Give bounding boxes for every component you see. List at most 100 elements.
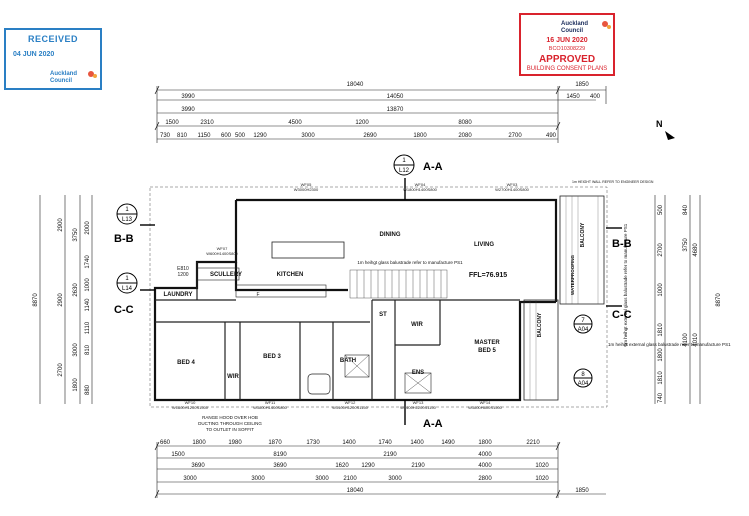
section-bb-left-label: B-B [114, 233, 134, 245]
dim-top-r5-11: 490 [546, 133, 557, 139]
dim-bot-r3-7: 2190 [411, 463, 425, 469]
window-wf04-size: W1800H1400S800 [403, 187, 438, 192]
dim-top-r5-2: 1150 [198, 133, 212, 139]
dim-top-r2-2: 1450 [566, 94, 580, 100]
dim-left-a-1: 2900 [58, 293, 64, 307]
dim-top-r4-6: 1200 [355, 120, 369, 126]
dim-bot-r3-11: 1020 [535, 463, 549, 469]
dim-left-overall: 8870 [33, 293, 39, 307]
dim-left-b-5: 1800 [73, 378, 79, 392]
auckland-council-logo-icon: Auckland Council [50, 71, 97, 84]
room-bed5: BED 5 [478, 348, 496, 354]
dim-bot-r1-5: 1400 [342, 440, 356, 446]
dim-bot-r4-4: 3000 [315, 476, 329, 482]
dim-left-c-1: 1740 [85, 255, 91, 269]
window-wf07: WF07 [217, 246, 228, 251]
section-bb-num: 1 [125, 207, 129, 213]
room-waterproofing: WATERPROOFING [570, 255, 575, 295]
dim-right-b-5: 1810 [658, 371, 664, 385]
dim-bot-r4-8: 2800 [478, 476, 492, 482]
dim-bot-r3-0: 3690 [191, 463, 205, 469]
dim-left-c-6: 880 [85, 384, 91, 395]
label-1200: 1200 [177, 272, 188, 278]
dim-bot-r1-6: 1740 [378, 440, 392, 446]
dim-bot-r1-0: 660 [160, 440, 171, 446]
window-wf05: WF05 [301, 182, 312, 187]
room-master: MASTER [474, 340, 500, 346]
room-st: ST [379, 312, 387, 318]
approved-caption: BUILDING CONSENT PLANS [526, 66, 608, 72]
svg-text:Council: Council [50, 78, 72, 84]
dim-right-a-1: 3750 [683, 238, 689, 252]
dim-top-r5-5: 1290 [253, 133, 267, 139]
dim-bot-r2-3: 8190 [273, 452, 287, 458]
window-wf07-size: W600H1400S800 [206, 251, 238, 256]
note-balustrade-internal: 1m heihgt glass balustrade refer to manu… [357, 260, 463, 265]
room-ens: ENS [412, 370, 424, 376]
dim-top-r5-9: 2080 [458, 133, 472, 139]
dim-left-c-5: 810 [85, 344, 91, 355]
dim-bot-r1-2: 1980 [228, 440, 242, 446]
dim-top-r4-3: 2310 [200, 120, 214, 126]
dim-top-r5-7: 2690 [363, 133, 377, 139]
dim-bot-r4-6: 2100 [343, 476, 357, 482]
svg-text:Auckland: Auckland [50, 71, 77, 77]
dim-bot-r4-0: 3000 [183, 476, 197, 482]
dim-bot-r4-10: 1020 [535, 476, 549, 482]
dim-top-r5-3: 600 [221, 133, 232, 139]
dim-left-b-4: 3000 [73, 343, 79, 357]
detail-7-ref: A04 [578, 327, 589, 333]
window-wf04: WF04 [415, 182, 426, 187]
received-date: 04 JUN 2020 [13, 51, 55, 58]
dim-top-r4-4: 4500 [288, 120, 302, 126]
dim-bot-r1-8: 1490 [441, 440, 455, 446]
dim-right-b-6: 740 [658, 392, 664, 403]
north-arrow-icon: N [656, 119, 675, 140]
room-balcony2: BALCONY [537, 312, 543, 337]
room-wir1: WIR [227, 374, 239, 380]
dim-top-r5-1: 810 [177, 133, 188, 139]
svg-text:Council: Council [561, 28, 583, 34]
window-wf14: WF14 [480, 400, 491, 405]
label-e810: E810 [177, 266, 189, 272]
window-wf10: WF10 [185, 400, 196, 405]
dim-top-overall: 18040 [347, 82, 364, 88]
dim-top-r2-1: 14050 [387, 94, 404, 100]
window-wf03-size: W2700H1400S800 [495, 187, 530, 192]
dim-right-b-2: 1000 [658, 283, 664, 297]
received-stamp: RECEIVED 04 JUN 2020 Auckland Council [4, 28, 102, 90]
dim-bot-r4-2: 3000 [251, 476, 265, 482]
room-kitchen: KITCHEN [277, 272, 304, 278]
note-rangehood-1: RANGE HOOD OVER HOB [202, 415, 258, 420]
dim-right-a-4: 4100 [683, 333, 689, 347]
dim-top-r2-3: 400 [590, 94, 601, 100]
detail-8-ref: A04 [578, 381, 589, 387]
window-wf12-size: W1400H1200S1150 [332, 405, 369, 410]
svg-text:N: N [656, 119, 663, 129]
dim-top-r3-0: 3990 [181, 107, 195, 113]
dim-bot-r4-7: 3000 [388, 476, 402, 482]
dim-bot-r1-9: 1800 [478, 440, 492, 446]
dim-bot-ext: 1850 [575, 488, 589, 494]
dim-left-c-0: 2000 [85, 221, 91, 235]
dim-bot-r2-1: 1500 [171, 452, 185, 458]
dim-left-c-3: 1140 [85, 298, 91, 312]
window-wf03: WF03 [507, 182, 518, 187]
dim-top-r4-1: 1500 [165, 120, 179, 126]
section-aa-num: 1 [402, 158, 406, 164]
dim-right-b-3: 1810 [658, 323, 664, 337]
approved-stamp: Auckland Council 16 JUN 2020 BCO10308229… [519, 13, 615, 76]
window-wf13-size: W1400H1200S1150 [400, 405, 437, 410]
ffl-label: FFL=76.915 [469, 272, 507, 279]
received-title: RECEIVED [27, 34, 78, 44]
dim-bot-r1-3: 1870 [268, 440, 282, 446]
approved-word: APPROVED [538, 54, 596, 65]
approved-ref: BCO10308229 [548, 46, 586, 52]
dim-top-r5-10: 2700 [508, 133, 522, 139]
window-wf13: WF13 [413, 400, 424, 405]
room-living: LIVING [474, 242, 494, 248]
window-wf12: WF12 [345, 400, 356, 405]
room-bath: BATH [340, 358, 356, 364]
dim-right-b-1: 2700 [658, 243, 664, 257]
window-wf10-size: W1800H1200S1500 [172, 405, 209, 410]
